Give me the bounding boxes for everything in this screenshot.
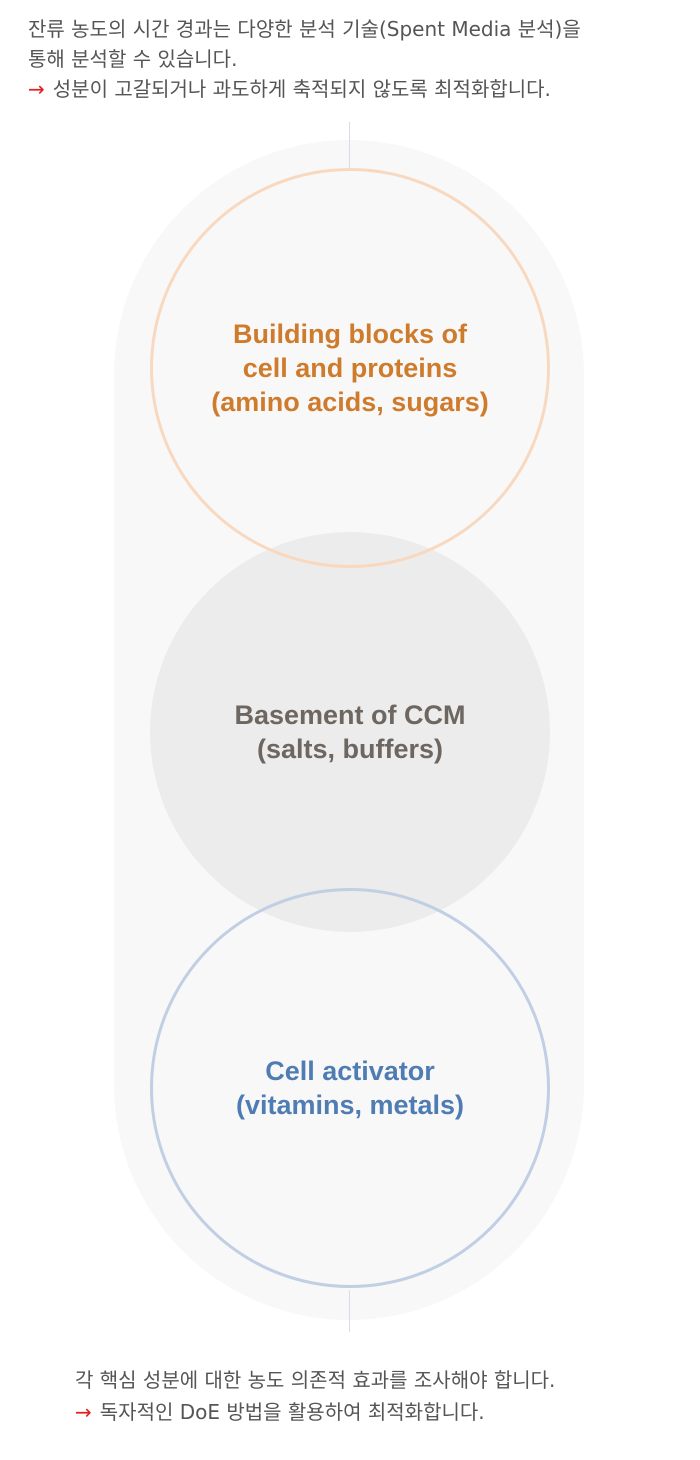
- intro-line-3-text: 성분이 고갈되거나 과도하게 축적되지 않도록 최적화합니다.: [52, 77, 551, 101]
- circle-basement-line-2: (salts, buffers): [256, 734, 444, 764]
- arrow-right-icon: →: [75, 1400, 92, 1424]
- connector-line-bottom: [349, 1290, 350, 1332]
- circle-cell-activator-label: Cell activator (vitamins, metals): [236, 1054, 464, 1122]
- circle-building-blocks-line-2: cell and proteins: [242, 353, 458, 383]
- circle-building-blocks-label: Building blocks of cell and proteins (am…: [211, 317, 489, 419]
- circle-building-blocks-line-1: Building blocks of: [233, 319, 467, 349]
- outro-text: 각 핵심 성분에 대한 농도 의존적 효과를 조사해야 합니다. → 독자적인 D…: [75, 1364, 675, 1428]
- intro-line-3: → 성분이 고갈되거나 과도하게 축적되지 않도록 최적화합니다.: [28, 74, 688, 104]
- circle-basement-line-1: Basement of CCM: [234, 700, 466, 730]
- arrow-right-icon: →: [28, 77, 45, 101]
- circle-building-blocks-line-3: (amino acids, sugars): [211, 387, 489, 417]
- circle-cell-activator-line-2: (vitamins, metals): [235, 1090, 465, 1120]
- intro-line-1: 잔류 농도의 시간 경과는 다양한 분석 기술(Spent Media 분석)을: [28, 17, 581, 41]
- circle-cell-activator-line-1: Cell activator: [265, 1056, 435, 1086]
- outro-line-2-text: 독자적인 DoE 방법을 활용하여 최적화합니다.: [99, 1400, 485, 1424]
- circle-basement-label: Basement of CCM (salts, buffers): [234, 698, 465, 766]
- connector-line-top: [349, 122, 350, 168]
- outro-line-2: → 독자적인 DoE 방법을 활용하여 최적화합니다.: [75, 1396, 675, 1428]
- outro-line-1: 각 핵심 성분에 대한 농도 의존적 효과를 조사해야 합니다.: [75, 1368, 556, 1392]
- circle-building-blocks: Building blocks of cell and proteins (am…: [150, 168, 550, 568]
- intro-text: 잔류 농도의 시간 경과는 다양한 분석 기술(Spent Media 분석)을…: [28, 14, 688, 104]
- intro-line-2: 통해 분석할 수 있습니다.: [28, 47, 238, 71]
- circle-basement-ccm: Basement of CCM (salts, buffers): [150, 532, 550, 932]
- circle-cell-activator: Cell activator (vitamins, metals): [150, 888, 550, 1288]
